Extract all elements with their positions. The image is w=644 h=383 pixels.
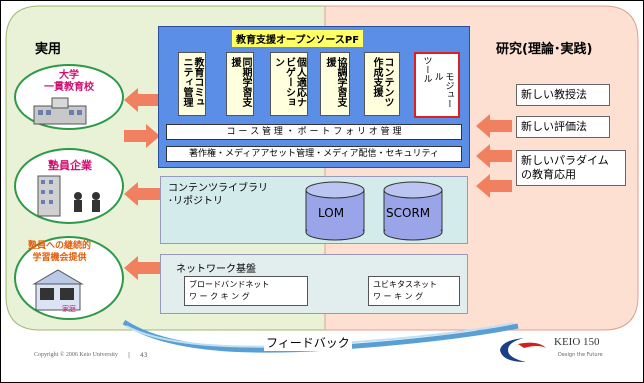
right-arrows [476,114,512,198]
arrow-from-university [124,124,160,148]
module-navigation-label: 個人適応ナビゲーション [272,57,306,107]
arrow-from-teaching [476,114,512,138]
module-collab-label: 協調学習支援 [324,57,346,107]
house-icon [32,269,84,311]
module-navigation: 個人適応ナビゲーション [270,52,308,116]
keio-logo-text: KEIO 150 [554,336,600,348]
university-label-line2: 一貫教育校 [44,82,94,93]
module-collab: 協調学習支援 [320,52,350,116]
arrow-to-company [124,182,160,206]
lom-database-icon [305,181,365,241]
research-item-evaluation: 新しい評価法 [516,116,610,138]
left-arrows [124,88,160,280]
lifelong-label-line2: 学習機会提供 [32,253,87,263]
arrow-from-paradigm [476,174,512,198]
lifelong-label-line1: 塾員への継続的 [28,241,92,251]
module-community-label: 教育コミュニティ管理 [181,57,203,107]
lom-label: LOM [318,206,345,220]
broadband-box: ブロードバンドネット ワ ー ク キ ン グ [184,276,308,306]
platform-title: 教育支援オープンソースPF [232,30,364,47]
university-label-line1: 大学 [59,70,79,81]
database-icons [305,181,443,241]
module-tools-label1: ツール [421,56,432,83]
module-authoring-label: コンテンツ作成支援 [371,57,393,107]
lifelong-label: 塾員への継続的 学習機会提供 [28,240,91,264]
module-sync: 同期学習支援 [226,52,254,116]
broadband-line1: ブロードバンドネット [189,280,270,289]
module-community: 教育コミュニティ管理 [178,52,206,116]
arrow-from-evaluation [476,144,512,168]
network-title: ネットワーク基盤 [176,264,256,275]
module-tools-label2: モジュール [432,72,454,108]
feedback-label: フィードバック [264,334,352,351]
research-item-paradigm: 新しいパラダイム の教育応用 [516,150,626,186]
ubiquitous-line2: ワ ー キ ン グ [373,292,424,301]
school-building-icon [33,97,87,125]
module-sync-label: 同期学習支援 [229,57,251,107]
company-node [14,148,124,224]
right-panel-title: 研究(理論･実践) [496,42,593,57]
copyright-bar: 著作権・メディアアセット管理・メディア配信・セキュリティ [166,146,462,162]
house-label: 家庭 [62,305,76,313]
keio-logo-subtext: Design the Future [558,352,603,358]
arrow-to-home [124,256,160,280]
office-worker-icon [37,175,100,217]
left-panel-title: 実用 [35,42,62,57]
ubiquitous-line1: ユビキタスネット [373,280,437,289]
footer-page-number: 43 [140,352,148,359]
scorm-label: SCORM [386,206,431,220]
module-authoring: コンテンツ作成支援 [364,52,400,116]
research-item-teaching: 新しい教授法 [516,84,610,106]
footer-copyright: Copyright © 2006 Keio University [34,352,118,358]
ubiquitous-box: ユビキタスネット ワ ー キ ン グ [368,276,460,306]
module-tools: ツール モジュール [414,52,460,118]
course-management-bar: コ ー ス 管 理 ・ ポ ー ト フ ォ リ オ 管 理 [166,124,462,140]
broadband-line2: ワ ー ク キ ン グ [189,292,250,301]
university-label: 大学 一貫教育校 [44,70,94,94]
library-title: コンテンツライブラリ ･リポジトリ [168,182,268,208]
library-title-line1: コンテンツライブラリ [168,183,268,194]
keio-logo-icon [500,338,546,362]
footer-separator: | [128,352,131,359]
scorm-database-icon [383,181,443,241]
arrow-to-university [124,88,160,112]
library-title-line2: ･リポジトリ [168,196,223,207]
company-label: 塾員企業 [48,159,92,172]
